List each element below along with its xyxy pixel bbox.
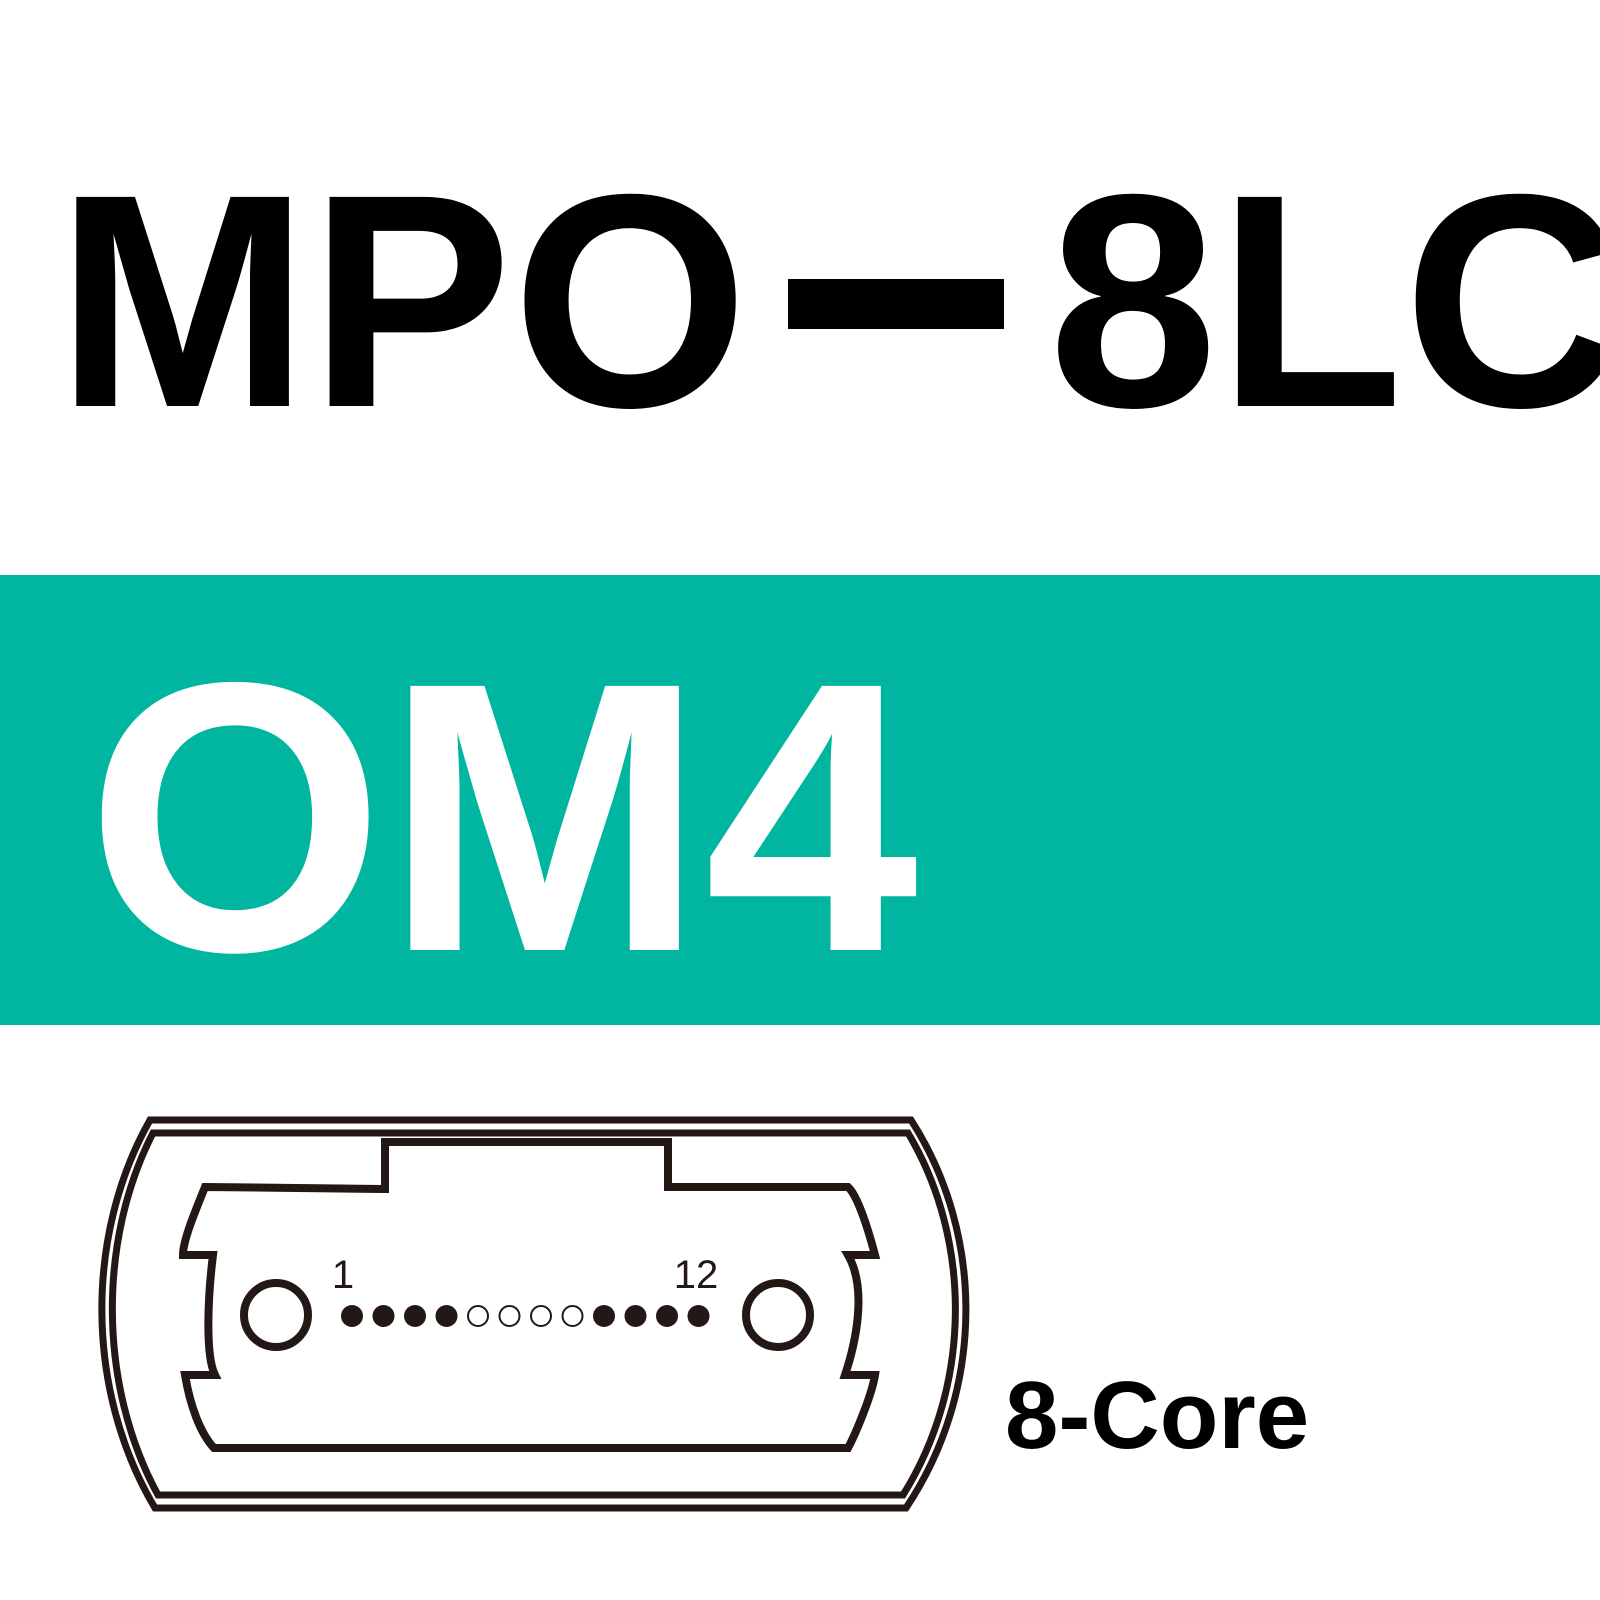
connector-housing-inner (108, 1129, 959, 1499)
fiber-active (687, 1305, 710, 1327)
fiber-array (341, 1305, 710, 1327)
fiber-label-first: 1 (332, 1253, 354, 1297)
fiber-active (593, 1305, 615, 1327)
fiber-grade-label: OM4 (86, 603, 919, 1032)
fiber-active (624, 1305, 647, 1327)
title-fanout-type: 8LC (1048, 132, 1600, 471)
fiber-unused (561, 1305, 584, 1327)
mpo-connector-diagram: 1 12 (98, 1116, 970, 1512)
guide-pin-left (240, 1279, 312, 1351)
fiber-active (372, 1305, 395, 1327)
fiber-unused (467, 1305, 489, 1327)
fiber-label-last: 12 (674, 1253, 719, 1297)
title-dash (788, 278, 1005, 329)
fiber-active (404, 1305, 426, 1327)
title-connector-type: MPO (56, 132, 749, 471)
connector-ferrule (178, 1138, 881, 1452)
fiber-active (341, 1305, 363, 1327)
fiber-unused (530, 1305, 552, 1327)
fiber-unused (498, 1305, 521, 1327)
fiber-active (435, 1305, 458, 1327)
fiber-active (656, 1305, 678, 1327)
fiber-grade-band (0, 575, 1600, 1025)
core-count-label: 8-Core (1005, 1362, 1310, 1469)
connector-housing-outer (98, 1116, 970, 1512)
guide-pin-right (742, 1279, 814, 1351)
